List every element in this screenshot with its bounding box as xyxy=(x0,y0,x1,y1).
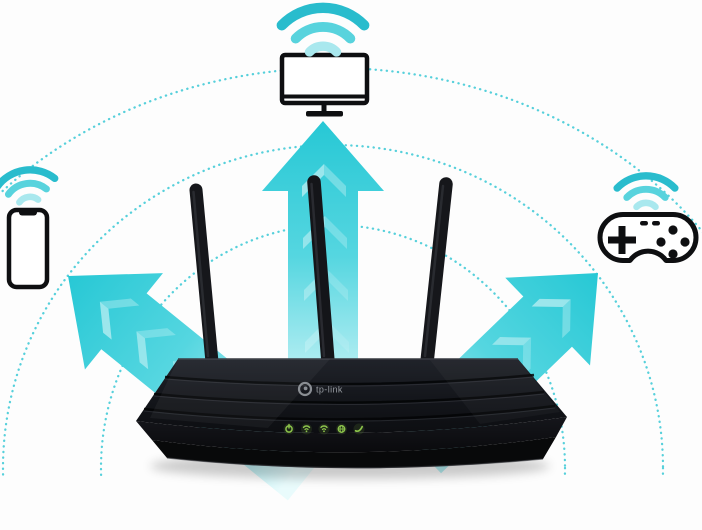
router-front-face xyxy=(136,417,567,453)
desktop-monitor xyxy=(279,52,370,117)
smartphone xyxy=(6,207,50,290)
router-brand-text: tp-link xyxy=(316,384,343,394)
coverage-ring-middle xyxy=(1,143,665,478)
router-antennas xyxy=(189,175,453,369)
router-brand-logo: tp-link xyxy=(297,381,343,397)
router-base xyxy=(152,437,556,469)
game-controller xyxy=(597,212,699,263)
power-led xyxy=(283,423,295,435)
internet-led xyxy=(336,423,347,435)
gamepad-buttons xyxy=(656,225,690,259)
gamepad-start-button xyxy=(652,221,660,226)
usb-led xyxy=(353,423,365,435)
tp-link-logo-icon xyxy=(297,381,313,397)
gamepad-select-button xyxy=(640,221,648,226)
wifi-5g-led xyxy=(318,423,330,435)
smartphone-notch xyxy=(19,209,37,216)
antenna-right xyxy=(420,177,453,369)
smartphone-icon xyxy=(6,207,50,290)
wifi-2g-led xyxy=(301,423,312,435)
router: tp-link xyxy=(136,358,567,479)
antenna-middle xyxy=(307,175,335,369)
antenna-left xyxy=(189,183,219,369)
router-led-row xyxy=(283,423,365,435)
